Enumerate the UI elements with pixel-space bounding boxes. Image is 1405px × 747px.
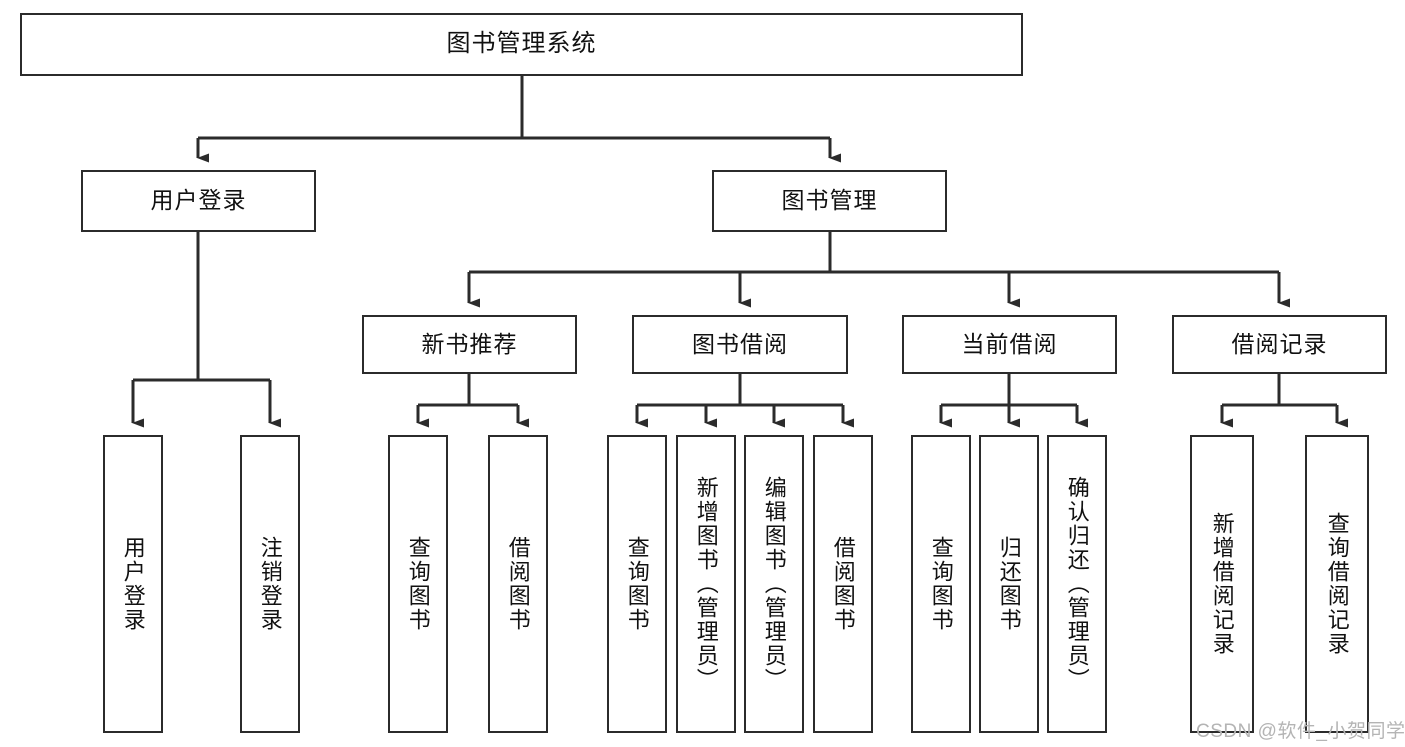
node-label: 图书借阅 — [692, 330, 788, 357]
leaf-query-books-borrow[interactable]: 查询图书 — [607, 435, 667, 733]
node-label: 归还图书 — [996, 536, 1022, 632]
node-label: 新增借阅记录 — [1209, 512, 1235, 656]
node-label: 确认归还（管理员） — [1064, 476, 1090, 692]
node-label: 当前借阅 — [961, 330, 1058, 357]
node-label: 查询图书 — [928, 536, 954, 632]
node-label: 图书管理系统 — [446, 30, 597, 58]
node-label: 编辑图书（管理员） — [761, 476, 787, 692]
node-label: 查询图书 — [405, 536, 431, 632]
node-label: 图书管理 — [781, 187, 878, 214]
node-new-book-recommendation[interactable]: 新书推荐 — [362, 315, 577, 374]
leaf-query-books-new-book[interactable]: 查询图书 — [388, 435, 448, 733]
leaf-edit-book-admin[interactable]: 编辑图书（管理员） — [744, 435, 804, 733]
leaf-confirm-return-admin[interactable]: 确认归还（管理员） — [1047, 435, 1107, 733]
node-book-management[interactable]: 图书管理 — [712, 170, 947, 232]
leaf-borrow-books[interactable]: 借阅图书 — [813, 435, 873, 733]
node-root-book-management-system[interactable]: 图书管理系统 — [20, 13, 1023, 76]
leaf-add-book-admin[interactable]: 新增图书（管理员） — [676, 435, 736, 733]
leaf-logout[interactable]: 注销登录 — [240, 435, 300, 733]
leaf-add-borrow-record[interactable]: 新增借阅记录 — [1190, 435, 1254, 733]
node-label: 新书推荐 — [421, 330, 518, 357]
node-label: 借阅图书 — [505, 536, 531, 632]
node-current-borrowing[interactable]: 当前借阅 — [902, 315, 1117, 374]
node-label: 查询借阅记录 — [1324, 512, 1350, 656]
node-label: 新增图书（管理员） — [693, 476, 719, 692]
node-label: 借阅图书 — [830, 536, 856, 632]
node-label: 借阅记录 — [1231, 330, 1328, 357]
node-book-borrowing[interactable]: 图书借阅 — [632, 315, 848, 374]
leaf-user-login[interactable]: 用户登录 — [103, 435, 163, 733]
leaf-query-borrow-record[interactable]: 查询借阅记录 — [1305, 435, 1369, 733]
leaf-query-books-current[interactable]: 查询图书 — [911, 435, 971, 733]
leaf-borrow-books-new-book[interactable]: 借阅图书 — [488, 435, 548, 733]
node-label: 用户登录 — [120, 536, 146, 632]
node-label: 用户登录 — [150, 187, 247, 214]
node-borrowing-record[interactable]: 借阅记录 — [1172, 315, 1387, 374]
node-label: 注销登录 — [257, 536, 283, 632]
node-label: 查询图书 — [624, 536, 650, 632]
leaf-return-books[interactable]: 归还图书 — [979, 435, 1039, 733]
node-user-login[interactable]: 用户登录 — [81, 170, 316, 232]
